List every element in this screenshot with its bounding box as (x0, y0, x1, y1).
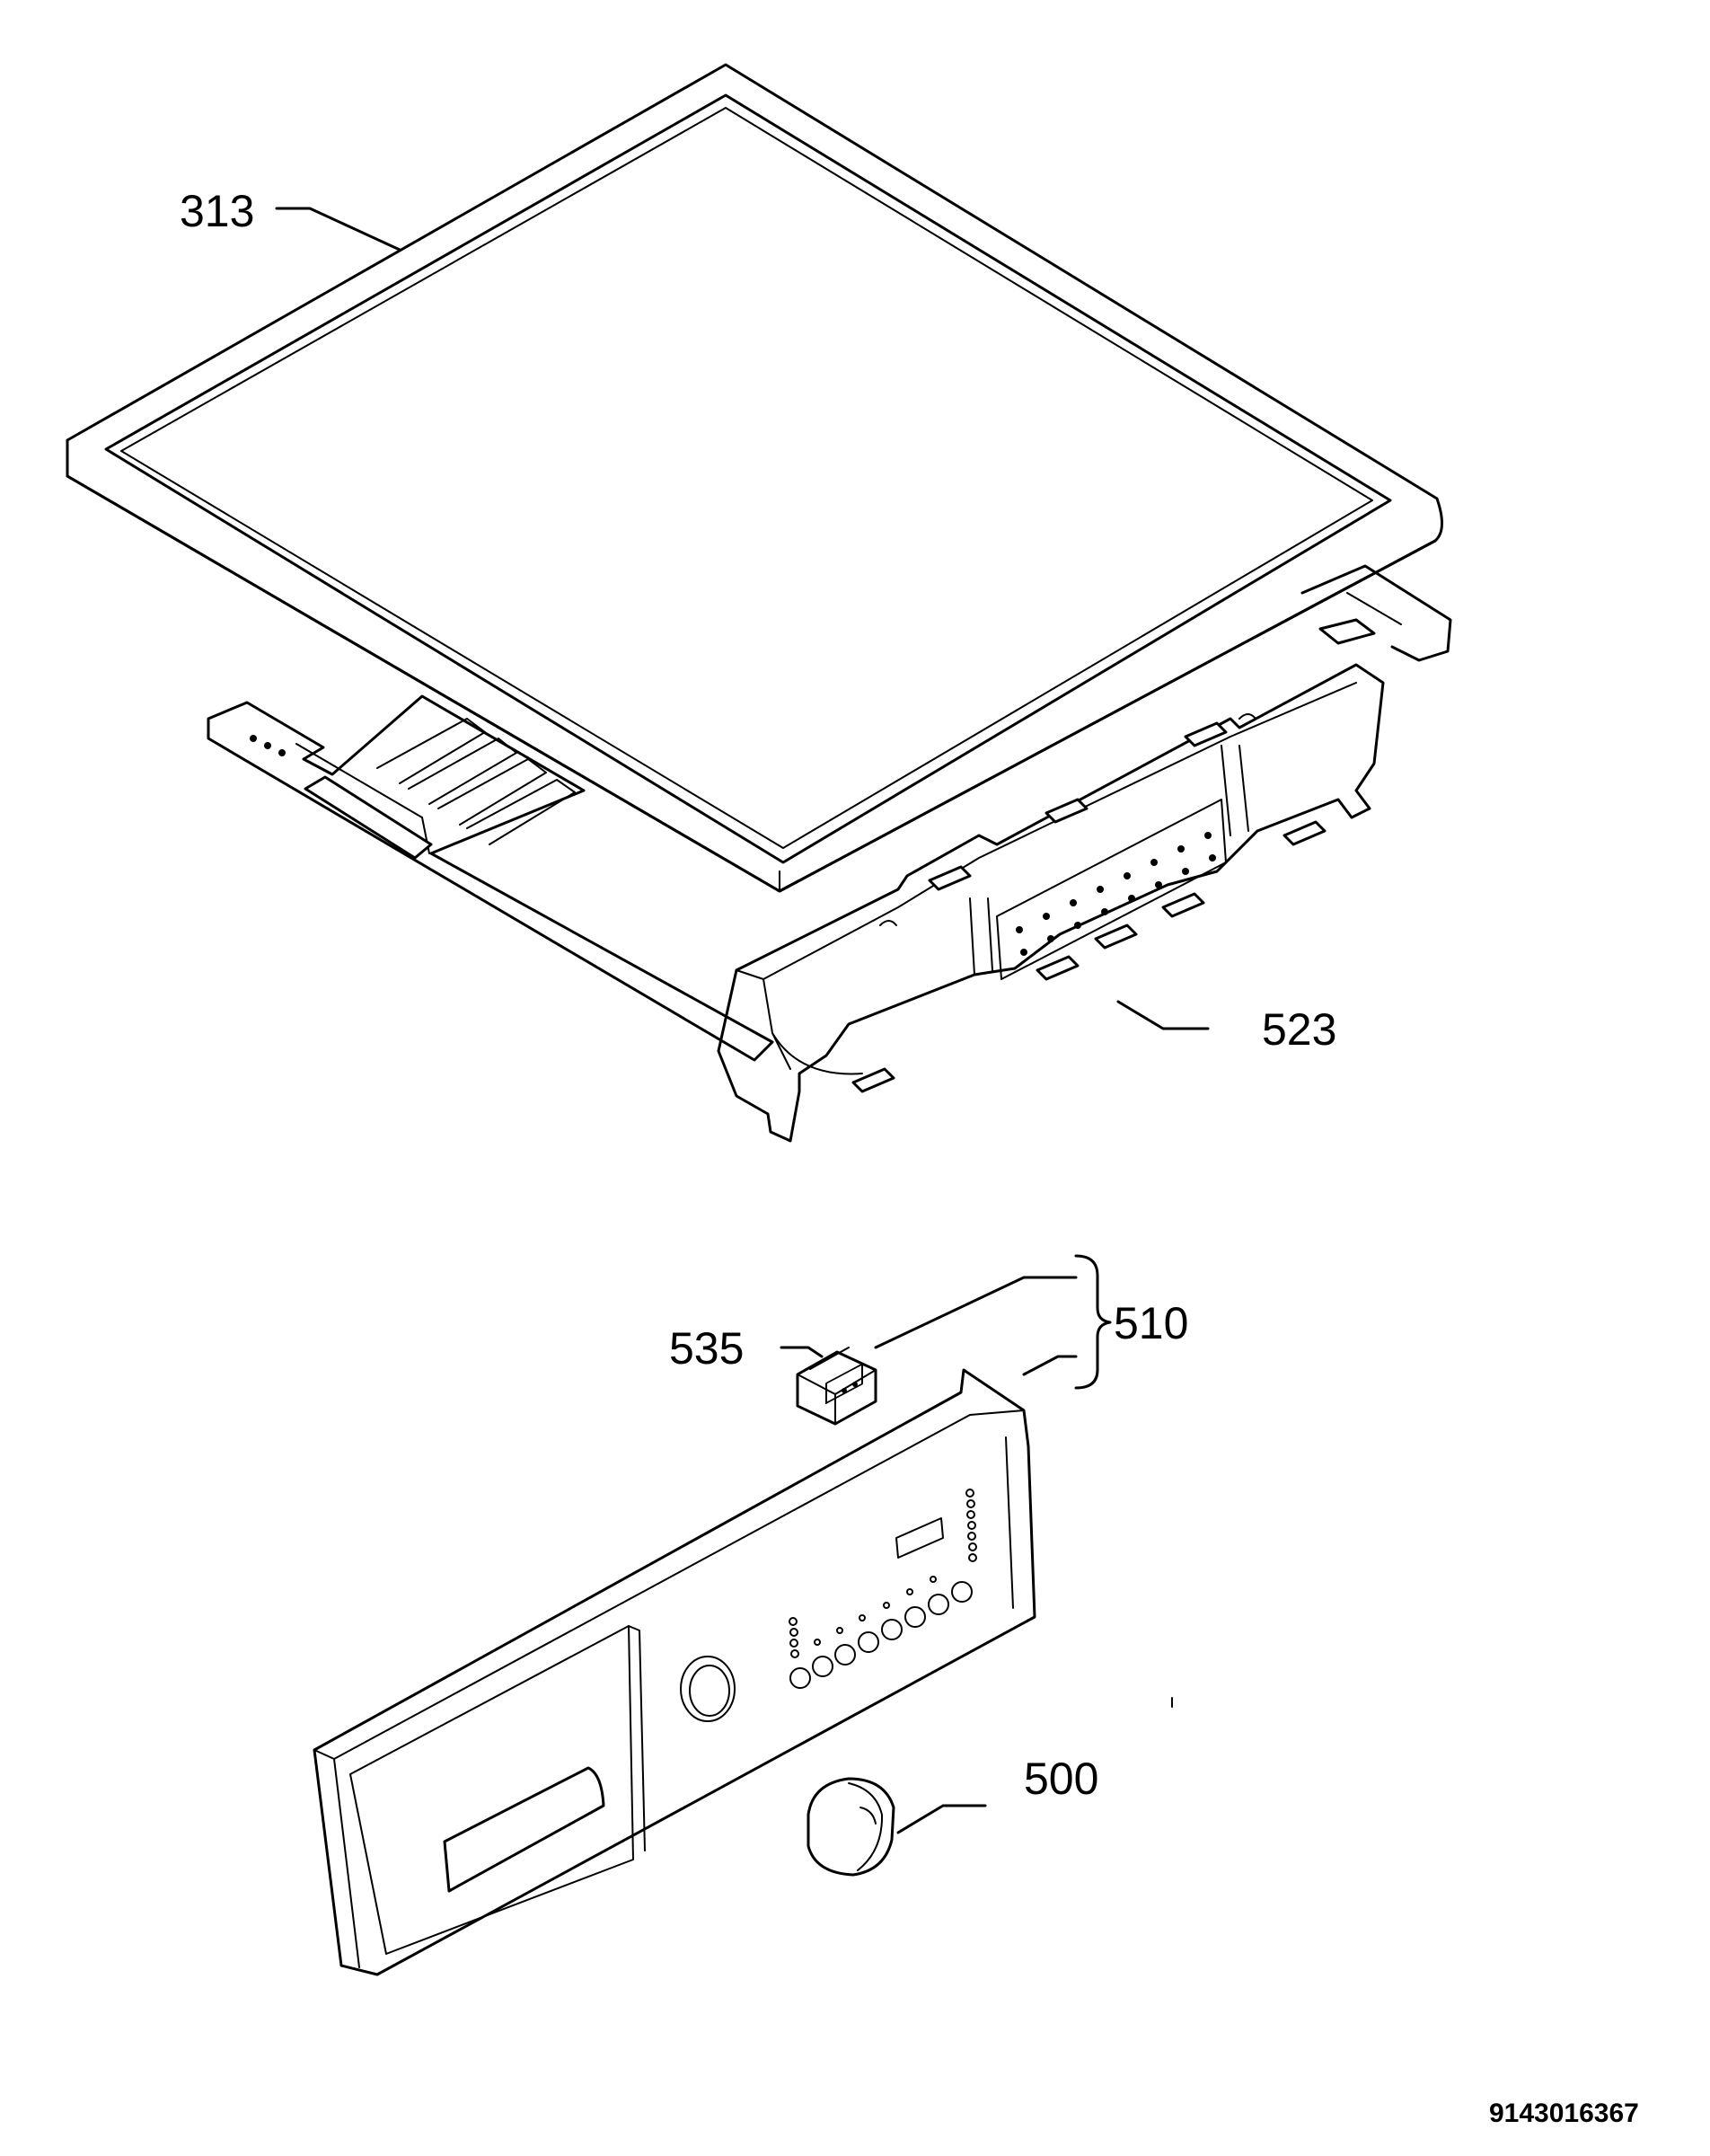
frame-vent-holes (996, 799, 1227, 980)
callout-523: 523 (1262, 1004, 1336, 1055)
callout-313: 313 (180, 186, 254, 236)
control-panel-part (313, 1368, 1173, 1976)
panel-buttons (789, 1576, 973, 1689)
panel-led-column-left (789, 1617, 799, 1658)
top-lid-part (66, 63, 1443, 893)
document-number: 9143016367 (1489, 2099, 1639, 2128)
control-module-part (796, 1347, 877, 1426)
callout-535: 535 (669, 1323, 744, 1374)
leader-lines (275, 207, 1210, 1834)
group-bracket (1074, 1254, 1112, 1390)
callout-500: 500 (1024, 1754, 1098, 1804)
panel-led-column (965, 1489, 977, 1562)
callout-510: 510 (1114, 1298, 1188, 1348)
rear-frame-part (207, 564, 1452, 1143)
selector-knob-part (807, 1777, 895, 1877)
